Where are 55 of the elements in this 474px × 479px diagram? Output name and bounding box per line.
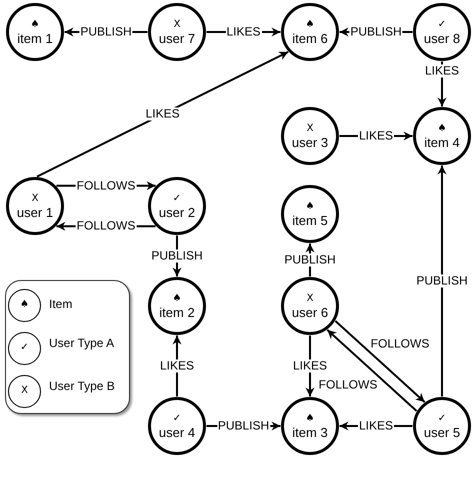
node-label: user 3: [292, 134, 328, 150]
edge-label: PUBLISH: [283, 254, 337, 266]
node-label: user 2: [158, 204, 196, 220]
node-label: item 6: [292, 30, 328, 46]
type-symbol: ✓: [438, 412, 446, 424]
type-symbol: ✓: [172, 412, 182, 424]
node-label: user 6: [292, 304, 328, 320]
node-label: item 1: [17, 30, 53, 46]
node-label: item 5: [292, 212, 328, 228]
type-symbol: ✓: [20, 342, 29, 354]
type-symbol: X: [306, 122, 314, 134]
edge-label: FOLLOWS: [76, 220, 136, 233]
edge-label: LIKES: [358, 420, 394, 432]
type-symbol: X: [21, 385, 28, 397]
legend-label: User Type A: [49, 336, 114, 350]
node-label: user 1: [16, 204, 54, 220]
arrow: [334, 320, 426, 403]
type-symbol: ♠: [306, 200, 314, 212]
type-symbol: X: [32, 192, 38, 204]
edge-label: PUBLISH: [415, 274, 469, 288]
type-symbol: ♠: [306, 412, 314, 424]
edge-label: LIKES: [158, 360, 196, 372]
edge-label: LIKES: [358, 130, 394, 142]
edge-label: LIKES: [424, 64, 460, 77]
edge-label: LIKES: [144, 108, 181, 121]
node-label: user 5: [424, 424, 460, 440]
edge-label: FOLLOWS: [370, 338, 430, 350]
edge-label: LIKES: [225, 26, 262, 38]
type-symbol: ✓: [172, 192, 182, 204]
edge-label: LIKES: [292, 360, 328, 372]
node-label: item 4: [424, 134, 460, 150]
arrow: [326, 329, 418, 412]
edge-label: PUBLISH: [79, 26, 133, 38]
edge-label: PUBLISH: [216, 420, 270, 432]
node-label: user 8: [424, 30, 460, 46]
type-symbol: ♠: [20, 299, 29, 311]
type-symbol: ♠: [30, 18, 40, 30]
node-label: user 7: [158, 30, 196, 46]
node-label: user 4: [158, 424, 196, 440]
edge-label: PUBLISH: [349, 26, 403, 38]
legend-label: Item: [49, 297, 72, 311]
type-symbol: ♠: [172, 292, 182, 304]
type-symbol: ✓: [438, 18, 446, 30]
edge-label: PUBLISH: [150, 250, 204, 262]
edge-label: FOLLOWS: [76, 179, 136, 192]
edge-label: FOLLOWS: [318, 378, 378, 392]
type-symbol: ♠: [438, 122, 446, 134]
node-label: item 3: [292, 424, 328, 440]
type-symbol: X: [174, 18, 180, 30]
legend-label: User Type B: [49, 379, 115, 393]
type-symbol: ♠: [306, 18, 314, 30]
type-symbol: X: [306, 292, 314, 304]
node-label: item 2: [159, 304, 195, 320]
arrow: [438, 166, 446, 396]
arrow: [36, 51, 289, 178]
